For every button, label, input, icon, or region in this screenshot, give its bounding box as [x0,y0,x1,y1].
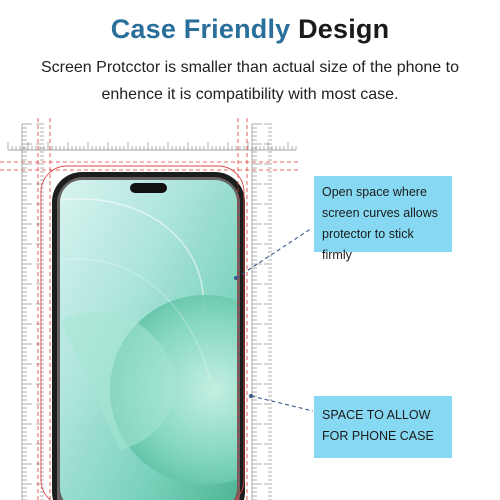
heading-text: Design [298,14,390,44]
pointer-dot-bottom [249,394,253,398]
guide-lines [0,118,300,500]
phone-body [52,172,245,500]
callout-pointers [235,227,314,412]
dynamic-island [130,183,167,193]
pointer-dot-top [234,276,238,280]
subtitle-line-2: enhence it is compatibility with most ca… [101,86,399,103]
heading-accent-text: Case Friendly [110,14,291,44]
subtitle-line-1: Screen Protcctor is smaller than actual … [41,59,459,76]
heading: Case Friendly Design [0,14,500,45]
callout-screen-curve: Open space where screen curves allows pr… [314,176,452,262]
subtitle: Screen Protcctor is smaller than actual … [40,54,460,108]
callout-phone-case-space: SPACE TO ALLOW FOR PHONE CASE [314,396,452,458]
